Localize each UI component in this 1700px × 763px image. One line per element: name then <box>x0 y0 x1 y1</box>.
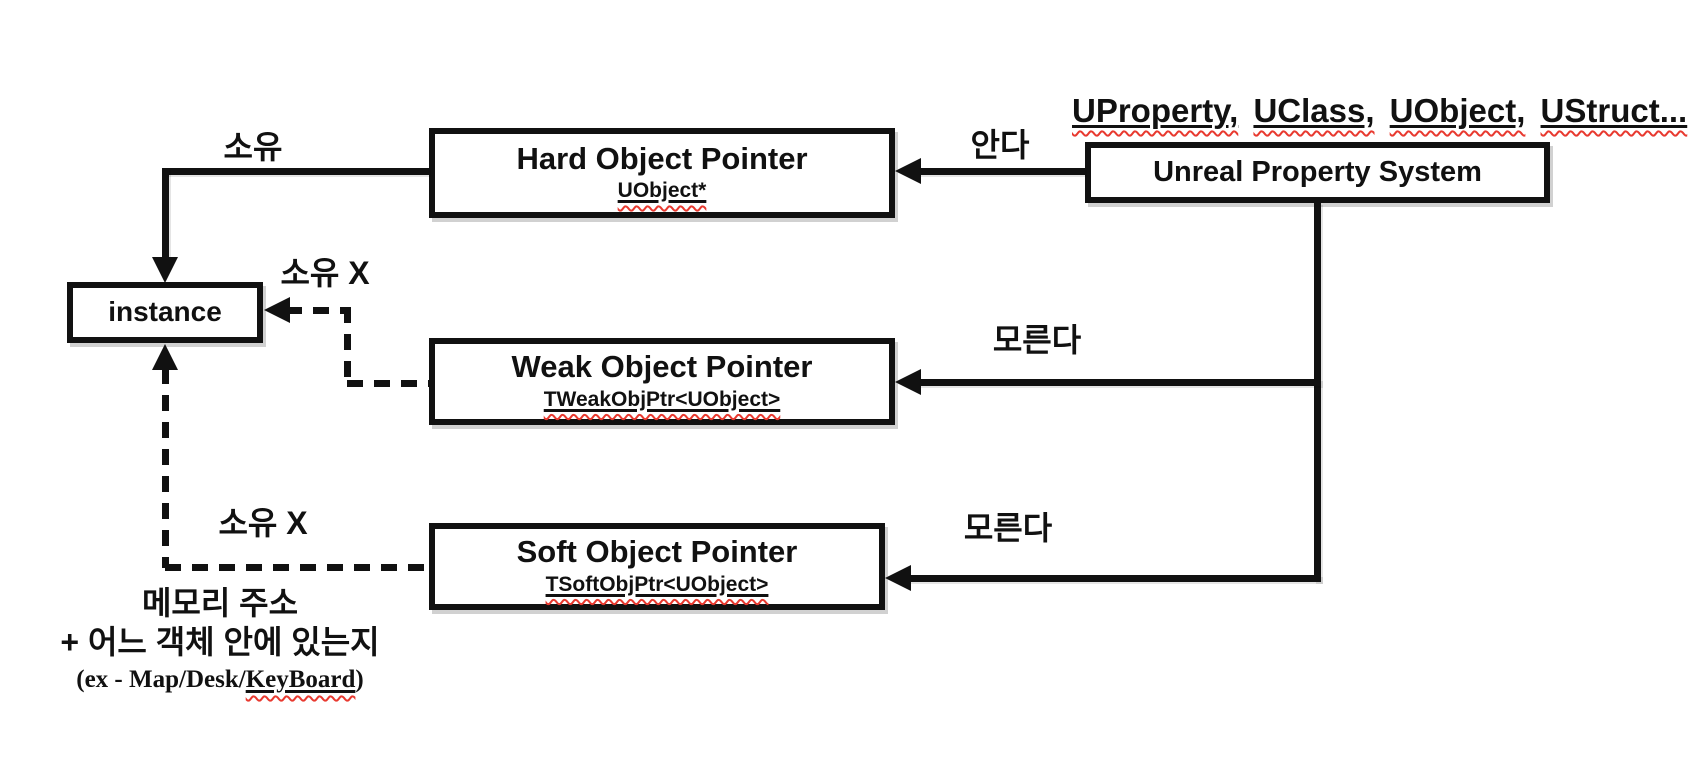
box-hard-object-pointer: Hard Object Pointer UObject* <box>429 128 895 218</box>
soft-title: Soft Object Pointer <box>516 534 798 570</box>
box-instance: instance <box>67 282 263 343</box>
header-uclass-list: UProperty, UClass, UObject, UStruct... <box>1072 92 1697 130</box>
label-unknown-weak: 모른다 <box>992 322 1082 358</box>
ups-title: Unreal Property System <box>1153 155 1482 188</box>
box-weak-object-pointer: Weak Object Pointer TWeakObjPtr<UObject> <box>429 338 895 425</box>
label-knows: 안다 <box>970 127 1030 163</box>
label-not-own-weak: 소유 X <box>280 255 370 291</box>
weak-subtitle: TWeakObjPtr<UObject> <box>543 387 781 411</box>
note-line-2: + 어느 객체 안에 있는지 <box>60 624 380 661</box>
arrow-knows-head <box>895 158 921 184</box>
arrow-own-vline <box>162 168 169 260</box>
arrow-own-hline <box>165 168 429 175</box>
label-own: 소유 <box>223 129 283 165</box>
dashed-weak-head <box>264 297 290 323</box>
arrow-unknown-soft-line <box>906 575 1321 582</box>
header-word: UStruct... <box>1540 92 1688 129</box>
dashed-weak-h1 <box>347 380 429 387</box>
note-line-example: (ex - Map/Desk/KeyBoard) <box>76 666 364 694</box>
label-not-own-soft: 소유 X <box>218 505 308 541</box>
header-word: UObject, <box>1389 92 1526 129</box>
dashed-soft-vline <box>162 368 169 568</box>
hard-subtitle: UObject* <box>617 179 707 203</box>
note-line-1: 메모리 주소 <box>141 585 299 621</box>
ups-spine-line <box>1314 203 1321 582</box>
label-unknown-soft: 모른다 <box>963 510 1053 546</box>
weak-title: Weak Object Pointer <box>511 349 813 385</box>
arrow-unknown-weak-line <box>916 379 1321 386</box>
box-unreal-property-system: Unreal Property System <box>1085 142 1550 203</box>
arrow-unknown-soft-head <box>885 565 911 591</box>
dashed-weak-h2 <box>286 307 350 314</box>
header-word: UClass, <box>1253 92 1375 129</box>
note-keyword: KeyBoard <box>245 666 356 694</box>
dashed-soft-hline <box>165 564 429 571</box>
header-word: UProperty, <box>1072 92 1239 129</box>
arrow-own-head <box>152 257 178 283</box>
box-soft-object-pointer: Soft Object Pointer TSoftObjPtr<UObject> <box>429 523 885 610</box>
arrow-unknown-weak-head <box>895 369 921 395</box>
dashed-weak-vline <box>344 307 351 384</box>
dashed-soft-head <box>152 344 178 370</box>
arrow-knows-line <box>916 168 1085 175</box>
instance-title: instance <box>108 296 222 328</box>
soft-subtitle: TSoftObjPtr<UObject> <box>545 572 769 596</box>
note-memory-address: 메모리 주소 + 어느 객체 안에 있는지 (ex - Map/Desk/Key… <box>5 584 435 694</box>
hard-title: Hard Object Pointer <box>516 140 808 176</box>
